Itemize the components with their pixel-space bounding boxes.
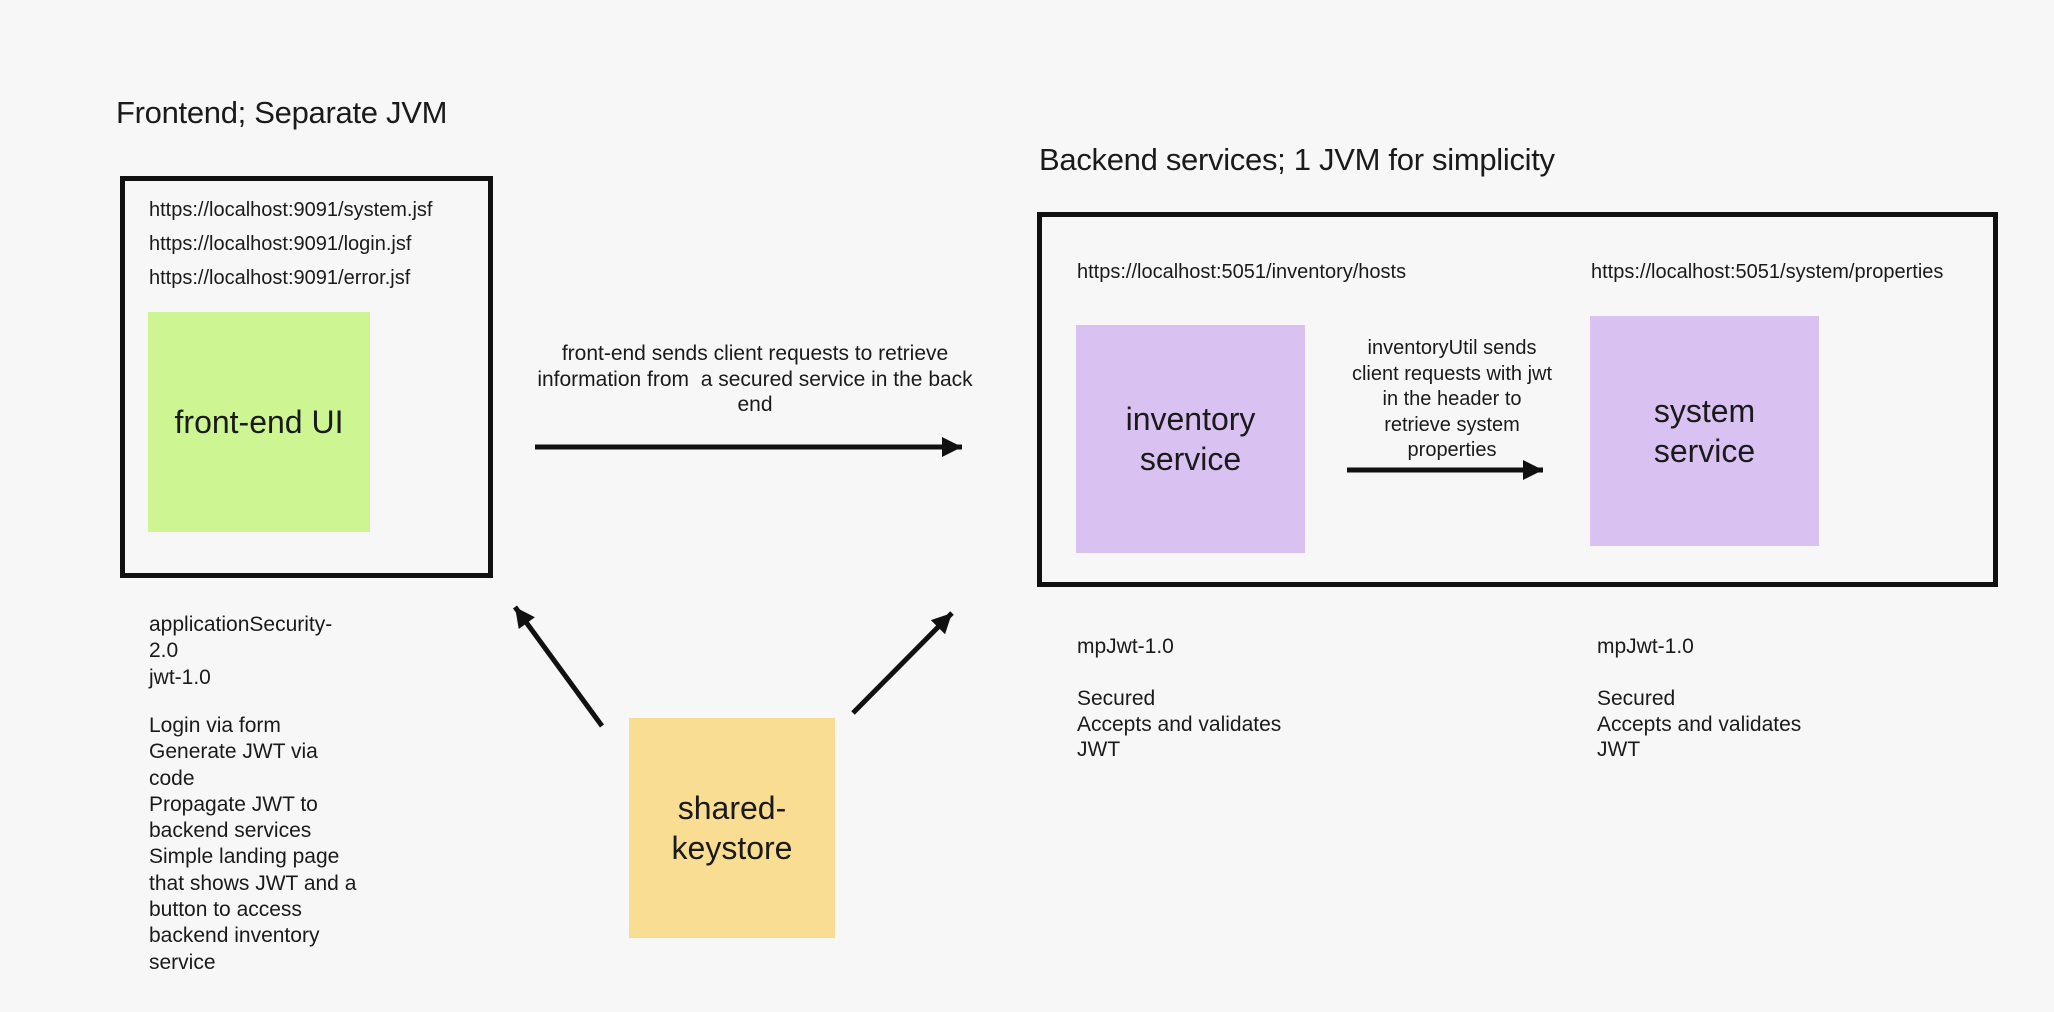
shared-keystore-node: shared- keystore — [629, 718, 835, 938]
frontend-features-note: applicationSecurity- 2.0 jwt-1.0 — [149, 613, 333, 689]
frontend-url-system: https://localhost:9091/system.jsf — [149, 199, 433, 221]
frontend-ui-node-label: front-end UI — [174, 404, 344, 440]
inventory-feature-note: mpJwt-1.0 — [1077, 635, 1174, 658]
frontend-url-login: https://localhost:9091/login.jsf — [149, 233, 412, 255]
frontend-to-backend-arrow-label: front-end sends client requests to retri… — [537, 342, 973, 416]
system-service-node-label: system service — [1653, 393, 1756, 469]
frontend-section-title: Frontend; Separate JVM — [116, 95, 448, 130]
inventory-security-note: Secured Accepts and validates JWT — [1077, 687, 1282, 761]
inventory-to-system-arrow-label: inventoryUtil sends client requests with… — [1351, 337, 1553, 461]
frontend-url-error: https://localhost:9091/error.jsf — [149, 267, 411, 289]
backend-jvm-box — [1037, 212, 1998, 587]
frontend-url-list: https://localhost:9091/system.jsf https:… — [149, 193, 432, 295]
inventory-service-node: inventory service — [1076, 325, 1305, 553]
frontend-ui-node: front-end UI — [148, 312, 370, 532]
frontend-jvm-box — [120, 176, 493, 578]
keystore-to-backend-arrow — [851, 611, 954, 715]
keystore-to-frontend-arrow — [512, 605, 605, 728]
shared-keystore-node-label: shared- keystore — [671, 790, 793, 866]
backend-section-title: Backend services; 1 JVM for simplicity — [1039, 142, 1555, 177]
frontend-details-note: Login via form Generate JWT via code Pro… — [149, 714, 357, 974]
system-feature-note: mpJwt-1.0 — [1597, 635, 1694, 658]
inventory-service-node-label: inventory service — [1125, 401, 1256, 477]
system-security-note: Secured Accepts and validates JWT — [1597, 687, 1802, 761]
system-service-url: https://localhost:5051/system/properties — [1591, 261, 1944, 283]
system-service-node: system service — [1590, 316, 1819, 546]
inventory-service-url: https://localhost:5051/inventory/hosts — [1077, 261, 1407, 283]
